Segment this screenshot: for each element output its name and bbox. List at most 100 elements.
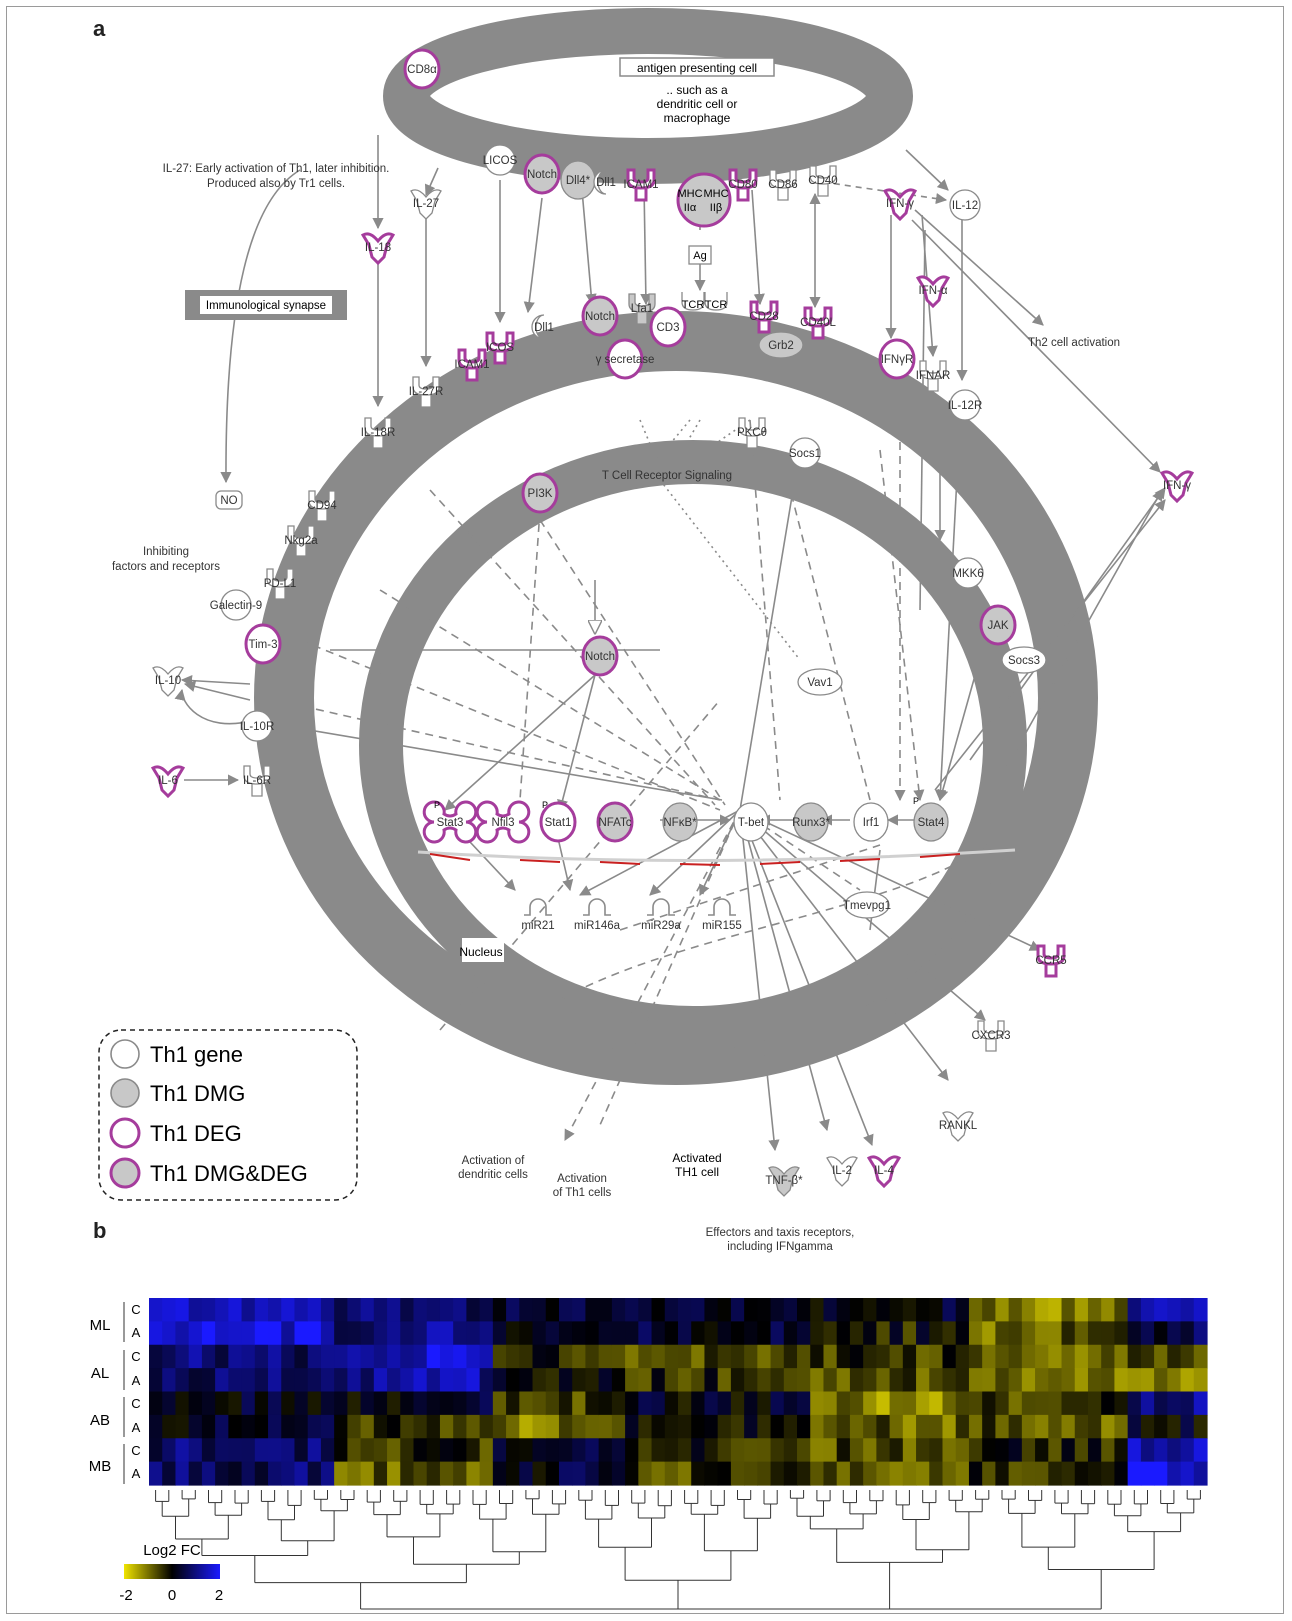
heatmap-cell (1180, 1414, 1195, 1439)
heatmap-cell (413, 1414, 428, 1439)
row-label: C (131, 1443, 140, 1458)
heatmap-cell (902, 1414, 917, 1439)
heatmap-cell (783, 1414, 798, 1439)
heatmap-cell (360, 1368, 375, 1393)
heatmap-cell (228, 1298, 243, 1322)
legend-label-dmg-deg: Th1 DMG&DEG (150, 1161, 308, 1186)
heatmap-cell (506, 1321, 520, 1346)
heatmap-cell (162, 1414, 177, 1439)
heatmap-cell (215, 1368, 229, 1393)
heatmap-cell (823, 1438, 838, 1463)
dna-strand (417, 848, 1016, 863)
heatmap-cell (1035, 1368, 1049, 1393)
heatmap-cell (651, 1414, 666, 1439)
heatmap-cell (228, 1461, 243, 1486)
heatmap-cell (558, 1414, 573, 1439)
heatmap-cell (651, 1321, 666, 1346)
heatmap-cell (162, 1344, 177, 1369)
heatmap-cell (294, 1414, 309, 1439)
node-label: Grb2 (768, 340, 794, 352)
node-label: CD80 (728, 179, 757, 191)
heatmap-cell (492, 1391, 507, 1416)
apc-membrane (383, 8, 913, 184)
node-label: ICAM1 (623, 179, 658, 191)
heatmap-cell (572, 1368, 587, 1393)
node-rankl: RANKL (939, 1111, 978, 1142)
node-label: Nkg2a (284, 535, 318, 547)
heatmap-cell (678, 1414, 692, 1439)
node-cd94: CD94 (307, 490, 337, 522)
heatmap-cell (823, 1344, 838, 1369)
heatmap-cell (188, 1321, 203, 1346)
heatmap-cell (942, 1414, 957, 1439)
inhibiting-note-2: factors and receptors (112, 561, 220, 573)
heatmap-cell (876, 1298, 891, 1322)
row-group-ab: AB (90, 1412, 110, 1429)
heatmap-cell (916, 1414, 930, 1439)
heatmap-cell (387, 1321, 401, 1346)
heatmap-cell (982, 1298, 996, 1322)
node-label: Runx3* (792, 817, 830, 829)
heatmap-cell (347, 1461, 362, 1486)
node-icam1-top: ICAM1 (623, 168, 659, 202)
heatmap-cell (968, 1368, 983, 1393)
heatmap-cell (717, 1321, 732, 1346)
heatmap-cell (797, 1414, 811, 1439)
heatmap-cell (995, 1344, 1010, 1369)
heatmap-cell (664, 1321, 679, 1346)
node-label: IFNAR (916, 370, 951, 382)
heatmap-cell (294, 1461, 309, 1486)
heatmap-cell (1035, 1414, 1049, 1439)
heatmap-cell (545, 1414, 560, 1439)
heatmap-cell (1074, 1321, 1089, 1346)
node-notch-top: Notch (523, 153, 561, 195)
heatmap-cell (585, 1344, 600, 1369)
heatmap-cell (1008, 1438, 1023, 1463)
heatmap-cell (968, 1298, 983, 1322)
node-il6r: IL-6R (243, 765, 271, 797)
node-label: miR21 (521, 920, 554, 932)
node-label: IIα (684, 202, 697, 214)
heatmap-cell (916, 1344, 930, 1369)
heatmap-cell (1167, 1368, 1182, 1393)
heatmap-cell (413, 1344, 428, 1369)
heatmap-cell (598, 1391, 613, 1416)
heatmap-cell (360, 1391, 375, 1416)
heatmap-cell (1193, 1298, 1208, 1322)
heatmap-cell (691, 1321, 706, 1346)
heatmap-cell (1140, 1438, 1155, 1463)
heatmap-cell (995, 1438, 1010, 1463)
heatmap-cell (876, 1391, 891, 1416)
node-mir21: miR21 (521, 898, 555, 932)
node-label: IL-10 (155, 675, 181, 687)
heatmap-cell (400, 1321, 415, 1346)
heatmap-cell (149, 1461, 163, 1486)
heatmap-cell (678, 1438, 692, 1463)
heatmap-cell (360, 1438, 375, 1463)
dna-strand-red (429, 853, 961, 866)
node-cd8a: CD8α (403, 48, 441, 90)
heatmap-cell (175, 1438, 190, 1463)
heatmap-cell (611, 1461, 626, 1486)
heatmap-cell (916, 1461, 930, 1486)
heatmap-cell (1074, 1298, 1089, 1322)
heatmap-cell (453, 1321, 467, 1346)
activation-th1-note-1: Activation (557, 1173, 607, 1185)
heatmap-cell (506, 1368, 520, 1393)
heatmap-cell (955, 1368, 970, 1393)
node-label: IIβ (710, 202, 722, 214)
node-label: MKK6 (952, 568, 983, 580)
activation-th1-note-2: of Th1 cells (553, 1187, 612, 1199)
node-label: PD-L1 (264, 578, 297, 590)
heatmap-cell (281, 1414, 296, 1439)
legend-swatch-gene (110, 1039, 140, 1069)
heatmap-cell (836, 1368, 851, 1393)
heatmap-cell (598, 1438, 613, 1463)
heatmap-cell (585, 1438, 600, 1463)
heatmap-cell (479, 1461, 494, 1486)
heatmap-cell (400, 1414, 415, 1439)
node-notch-inner: Notch (581, 635, 619, 677)
heatmap-cell (982, 1414, 996, 1439)
heatmap-cell (254, 1344, 269, 1369)
node-tim3: Tim-3 (244, 623, 282, 665)
